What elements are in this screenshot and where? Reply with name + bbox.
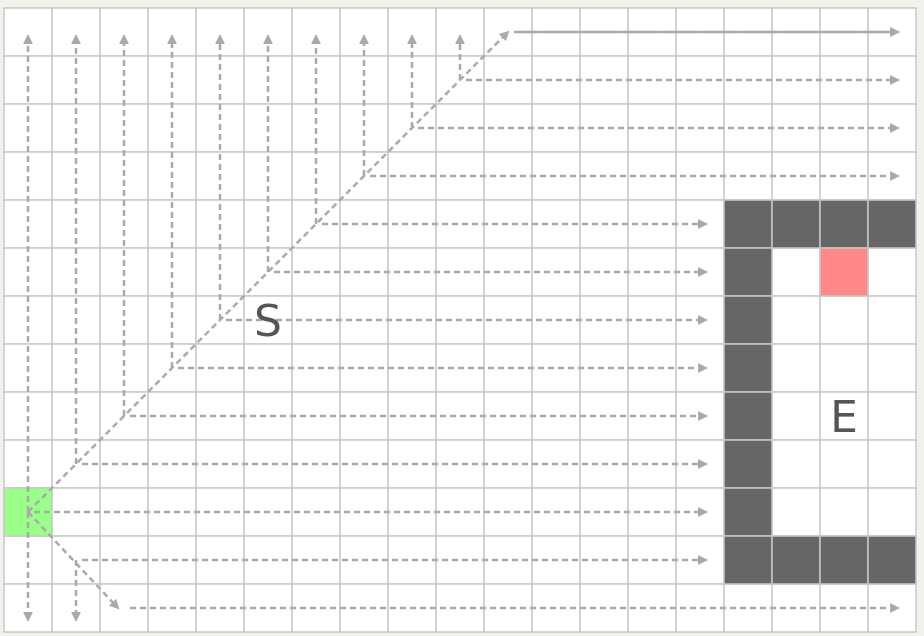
grid-cell	[867, 247, 917, 297]
grid-cell	[771, 487, 821, 537]
wall-cell	[723, 295, 773, 345]
wall-cell	[771, 199, 821, 249]
wall-cell	[723, 343, 773, 393]
wall-cell	[723, 247, 773, 297]
wall-cell	[723, 535, 773, 585]
grid-cell	[867, 343, 917, 393]
grid-cell	[819, 295, 869, 345]
wall-cell	[723, 487, 773, 537]
grid-cell	[867, 487, 917, 537]
end-label: E	[830, 392, 858, 443]
grid-cell	[771, 247, 821, 297]
grid-cell	[147, 7, 197, 57]
grid-cell	[867, 439, 917, 489]
cell-labels: SE	[254, 296, 858, 443]
grid-cell	[867, 391, 917, 441]
wall-cell	[819, 199, 869, 249]
grid-cell	[819, 487, 869, 537]
grid-cell	[339, 7, 389, 57]
grid-cell	[99, 7, 149, 57]
wall-cell	[723, 199, 773, 249]
grid-cell	[819, 391, 869, 441]
start-label: S	[254, 296, 282, 347]
grid-cell	[771, 295, 821, 345]
filled-cells	[3, 199, 917, 585]
wall-cell	[867, 199, 917, 249]
grid-cell	[771, 391, 821, 441]
wall-cell	[723, 439, 773, 489]
diagonal-arrow-down	[27, 511, 120, 610]
grid-cell	[819, 439, 869, 489]
grid-cell	[387, 7, 437, 57]
grid-cell	[771, 343, 821, 393]
wall-cell	[723, 391, 773, 441]
arrows	[23, 27, 900, 622]
grid-cell	[51, 7, 101, 57]
diagonal-arrow	[27, 30, 510, 513]
wall-cell	[771, 535, 821, 585]
wall-cell	[819, 535, 869, 585]
grid-cell	[819, 343, 869, 393]
grid-cell	[771, 439, 821, 489]
grid-cell	[867, 295, 917, 345]
target-cell	[819, 247, 869, 297]
wall-cell	[867, 535, 917, 585]
